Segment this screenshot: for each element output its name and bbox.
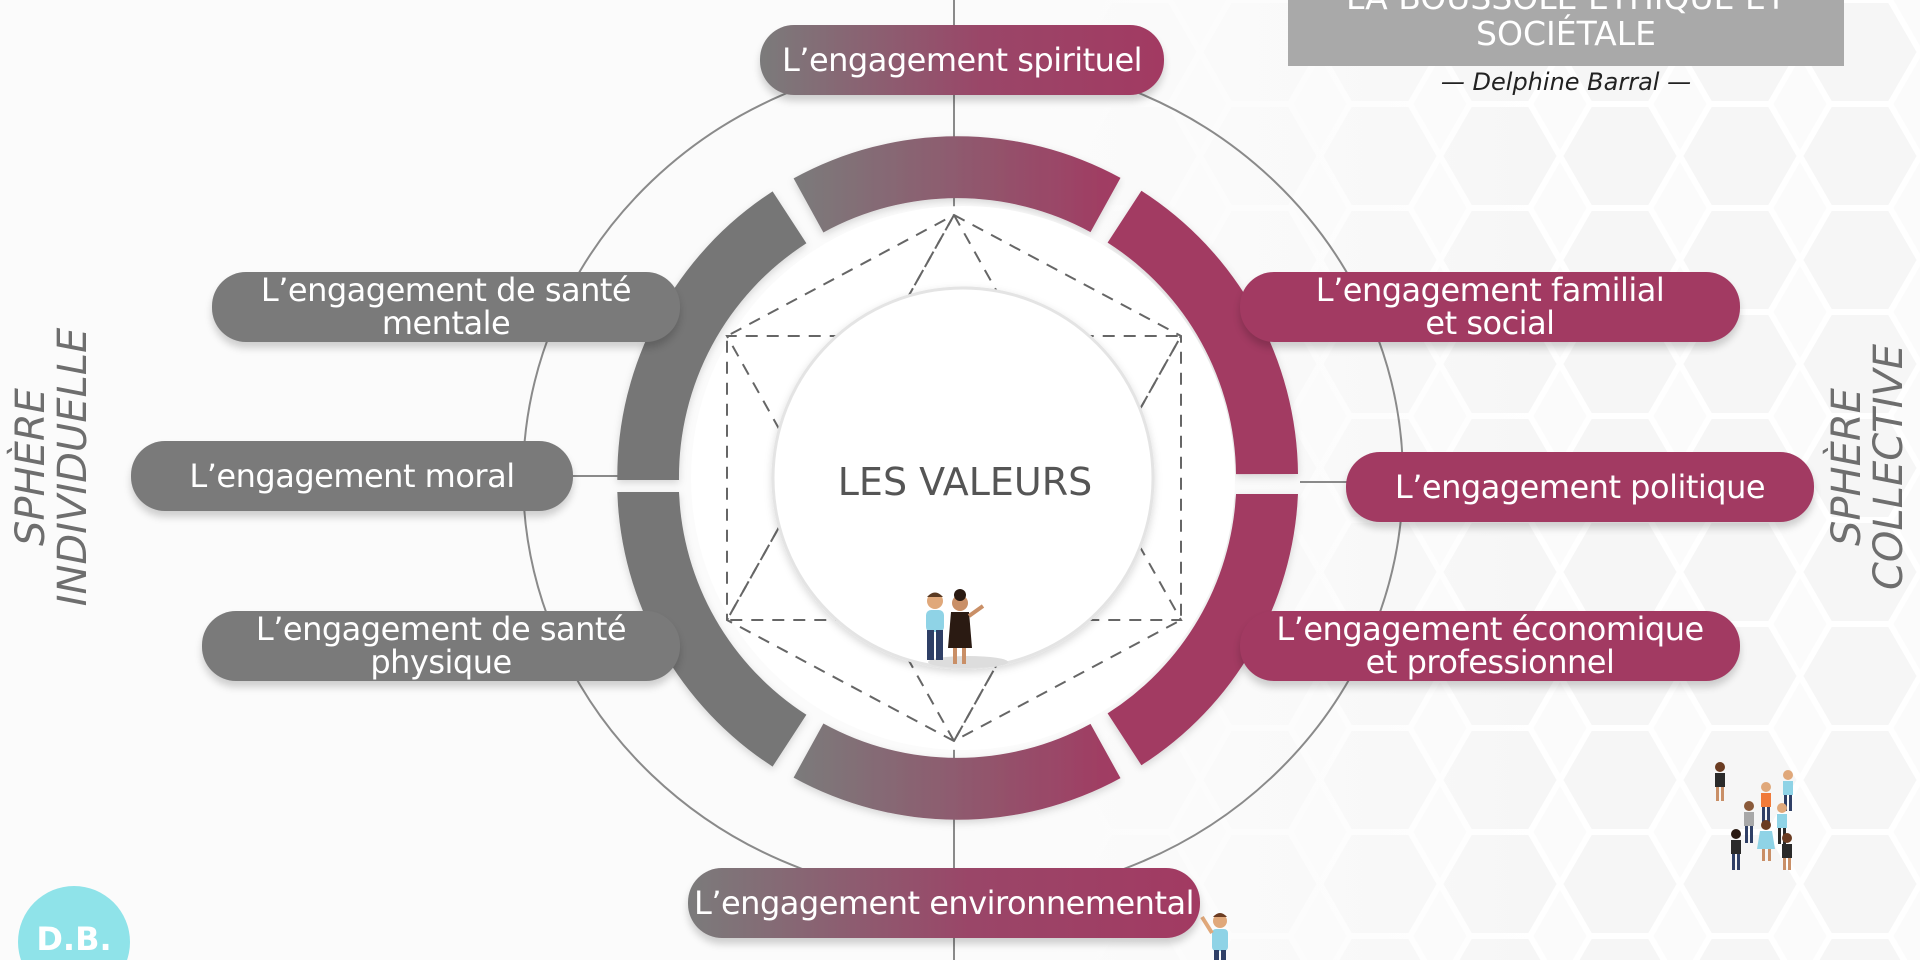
sphere-collective-label: SPHÈRE COLLECTIVE: [1824, 343, 1912, 591]
ring-segment-upper-left: [617, 191, 807, 480]
ring-segment-lower-right: [1107, 494, 1298, 766]
pill-engagement-spirituel: L’engagement spirituel: [760, 25, 1164, 95]
ring-segment-upper-right: [1107, 190, 1298, 475]
pill-engagement-moral: L’engagement moral: [131, 441, 573, 511]
pill-engagement-environnemental: L’engagement environnemental: [688, 868, 1200, 938]
page-title: LA BOUSSOLE ÉTHIQUE ET SOCIÉTALE: [1288, 0, 1844, 66]
pill-engagement-sante-physique: L’engagement de santé physique: [202, 611, 680, 681]
author-credit: — Delphine Barral —: [1440, 68, 1692, 96]
crowd-illustration: [1715, 762, 1793, 870]
center-values-label: LES VALEURS: [837, 460, 1093, 504]
waving-person-illustration: [1200, 913, 1228, 960]
pill-engagement-familial: L’engagement familial et social: [1240, 272, 1740, 342]
ring-segment-bottom: [793, 723, 1121, 820]
sphere-individual-label: SPHÈRE INDIVIDUELLE: [8, 327, 96, 607]
couple-illustration: [926, 589, 1008, 668]
values-ring: [617, 136, 1298, 820]
pill-engagement-economique: L’engagement économique et professionnel: [1240, 611, 1740, 681]
ring-segment-lower-left: [617, 492, 807, 767]
pill-engagement-sante-mentale: L’engagement de santé mentale: [212, 272, 680, 342]
pill-engagement-politique: L’engagement politique: [1346, 452, 1814, 522]
center-circle: [771, 286, 1155, 670]
ring-segment-top: [793, 136, 1121, 233]
